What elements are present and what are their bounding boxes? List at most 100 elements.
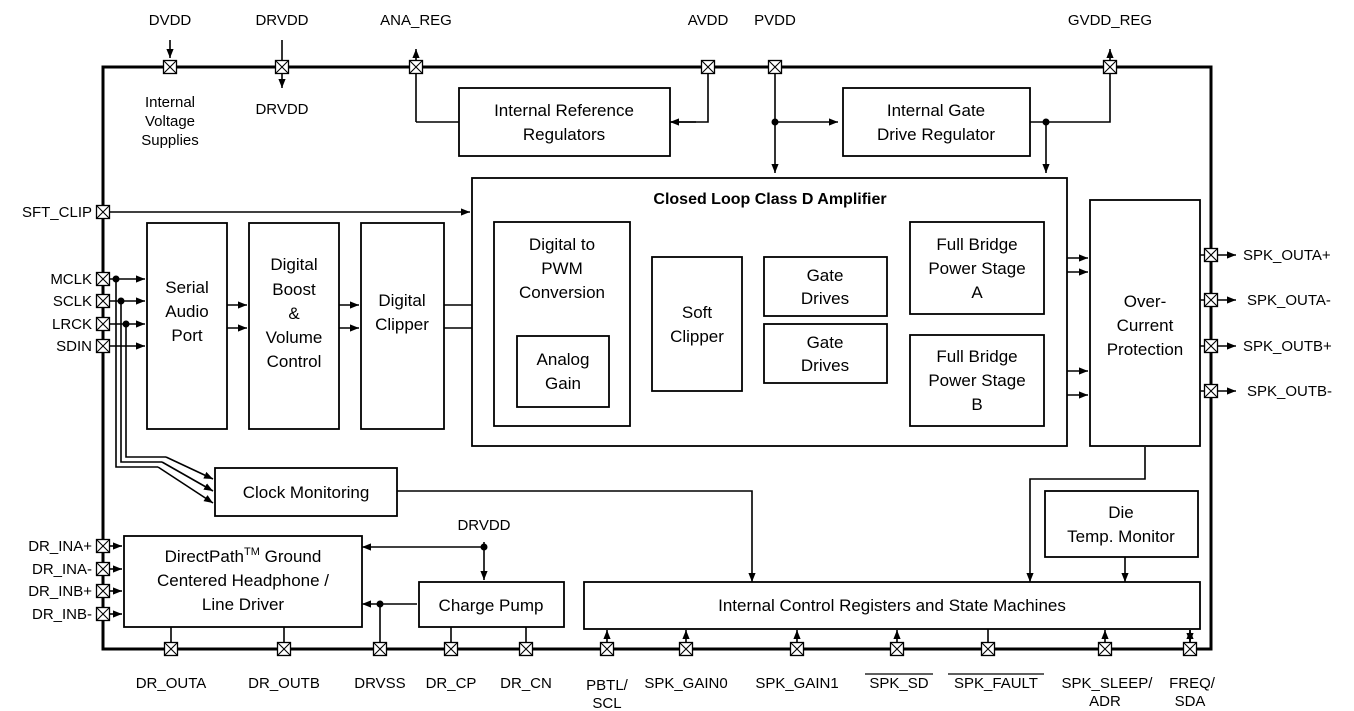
digital-pwm-label-1: Digital to	[529, 235, 595, 254]
pin-spk-outa-p-label: SPK_OUTA+	[1243, 247, 1331, 264]
pin-sdin-label: SDIN	[56, 338, 92, 355]
digital-boost-label-5: Control	[267, 352, 322, 371]
pin-terminal-dr-cp	[443, 641, 459, 657]
pin-spk-sleep-label-1: SPK_SLEEP/	[1062, 675, 1154, 692]
pin-terminal-dr-cn	[518, 641, 534, 657]
pin-dr-ina-p-label: DR_INA+	[28, 538, 92, 555]
pin-terminal-freq-sda	[1182, 641, 1198, 657]
ref-regulators-label-1: Internal Reference	[494, 101, 634, 120]
pin-avdd-label: AVDD	[688, 12, 729, 29]
pin-terminal-spk-fault	[980, 641, 996, 657]
amplifier-title: Closed Loop Class D Amplifier	[653, 191, 886, 208]
ref-regulators-block	[458, 87, 671, 157]
gate-drives-b-label-2: Drives	[801, 356, 849, 375]
overcurrent-label-3: Protection	[1107, 340, 1184, 359]
serial-audio-label-2: Audio	[165, 302, 208, 321]
pin-dr-inb-m-label: DR_INB-	[32, 606, 92, 623]
headphone-label-2: Line Driver	[202, 595, 285, 614]
pin-terminal-dr-ina-p	[95, 538, 111, 554]
pin-terminal-gvdd-reg	[1102, 59, 1118, 75]
analog-gain-label-2: Gain	[545, 374, 581, 393]
die-temp-label-2: Temp. Monitor	[1067, 527, 1175, 546]
pin-spk-outb-p-label: SPK_OUTB+	[1243, 338, 1332, 355]
overcurrent-block	[1089, 199, 1201, 447]
pin-drvss-label: DRVSS	[354, 675, 405, 692]
clock-monitoring-label: Clock Monitoring	[243, 483, 370, 502]
pin-terminal-sclk	[95, 293, 111, 309]
gate-drives-b-label-1: Gate	[807, 333, 844, 352]
control-registers-block	[583, 581, 1201, 630]
pin-freq-label-2: SDA	[1175, 693, 1206, 710]
pin-terminal-mclk	[95, 271, 111, 287]
pin-spk-gain0-label: SPK_GAIN0	[644, 675, 727, 692]
pin-spk-outb-m-label: SPK_OUTB-	[1247, 383, 1332, 400]
digital-boost-label-1: Digital	[270, 255, 317, 274]
gate-regulator-label-1: Internal Gate	[887, 101, 985, 120]
pin-terminal-lrck	[95, 316, 111, 332]
digital-pwm-label-2: PWM	[541, 259, 583, 278]
digital-boost-label-4: Volume	[266, 328, 323, 347]
drvdd-internal-label: DRVDD	[255, 101, 308, 118]
serial-audio-label-1: Serial	[165, 278, 208, 297]
gate-regulator-block	[842, 87, 1031, 157]
internal-supplies-label-2: Voltage	[145, 113, 195, 130]
bridge-a-label-3: A	[971, 283, 983, 302]
pin-terminal-sft-clip	[95, 204, 111, 220]
digital-clipper-label-2: Clipper	[375, 315, 429, 334]
digital-boost-label-2: Boost	[272, 280, 316, 299]
pin-drvdd-label: DRVDD	[255, 12, 308, 29]
block-labels: Internal Reference Regulators Internal G…	[141, 94, 1183, 615]
pin-dr-cp-label: DR_CP	[426, 675, 477, 692]
pin-terminal-sdin	[95, 338, 111, 354]
pin-spk-sd-label: SPK_SD	[869, 675, 928, 692]
pin-sclk-label: SCLK	[53, 293, 92, 310]
pin-terminal-avdd	[700, 59, 716, 75]
gate-drives-a-label-1: Gate	[807, 266, 844, 285]
serial-audio-block	[146, 222, 228, 430]
overcurrent-label-2: Current	[1117, 316, 1174, 335]
pin-terminal-pvdd	[767, 59, 783, 75]
pin-dr-outb-label: DR_OUTB	[248, 675, 320, 692]
pin-ana-reg-label: ANA_REG	[380, 12, 452, 29]
headphone-driver-block	[123, 535, 363, 628]
pin-terminal-spk-sd	[889, 641, 905, 657]
pin-dr-cn-label: DR_CN	[500, 675, 552, 692]
die-temp-label-1: Die	[1108, 503, 1134, 522]
charge-pump-block	[418, 581, 565, 628]
pin-lrck-label: LRCK	[52, 316, 92, 333]
pin-terminal-ana-reg	[408, 59, 424, 75]
digital-pwm-label-3: Conversion	[519, 283, 605, 302]
pin-terminal-spk-outa-m	[1203, 292, 1219, 308]
digital-clipper-block	[360, 222, 445, 430]
pin-terminal-spk-sleep-adr	[1097, 641, 1113, 657]
pin-spk-sleep-label-2: ADR	[1089, 693, 1121, 710]
pin-terminal-drvss	[372, 641, 388, 657]
pin-terminal-dr-inb-p	[95, 583, 111, 599]
pin-terminal-spk-outb-p	[1203, 338, 1219, 354]
bridge-b-label-2: Power Stage	[928, 371, 1025, 390]
gate-drives-a-label-2: Drives	[801, 289, 849, 308]
pin-terminal-dr-inb-m	[95, 606, 111, 622]
soft-clipper-label-1: Soft	[682, 303, 713, 322]
bridge-a-block	[909, 221, 1045, 315]
soft-clipper-label-2: Clipper	[670, 327, 724, 346]
internal-supplies-label-1: Internal	[145, 94, 195, 111]
pin-terminal-spk-gain0	[678, 641, 694, 657]
ref-regulators-label-2: Regulators	[523, 125, 605, 144]
pin-terminal-dr-outa	[163, 641, 179, 657]
control-registers-label: Internal Control Registers and State Mac…	[718, 596, 1066, 615]
pin-dvdd-label: DVDD	[149, 12, 192, 29]
pin-labels: DVDD DRVDD ANA_REG AVDD PVDD GVDD_REG SF…	[22, 12, 1332, 711]
pin-dr-outa-label: DR_OUTA	[136, 675, 207, 692]
pin-terminal-dr-ina-m	[95, 561, 111, 577]
pin-spk-fault-label: SPK_FAULT	[954, 675, 1038, 692]
directpath-label: DirectPathTM Ground	[165, 546, 322, 566]
pin-terminal-spk-gain1	[789, 641, 805, 657]
pin-terminal-spk-outb-m	[1203, 383, 1219, 399]
pin-sft-clip-label: SFT_CLIP	[22, 204, 92, 221]
pin-dr-inb-p-label: DR_INB+	[28, 583, 92, 600]
overcurrent-label-1: Over-	[1124, 292, 1167, 311]
soft-clipper-block	[651, 256, 743, 392]
pin-pbtl-label-2: SCL	[592, 695, 621, 711]
